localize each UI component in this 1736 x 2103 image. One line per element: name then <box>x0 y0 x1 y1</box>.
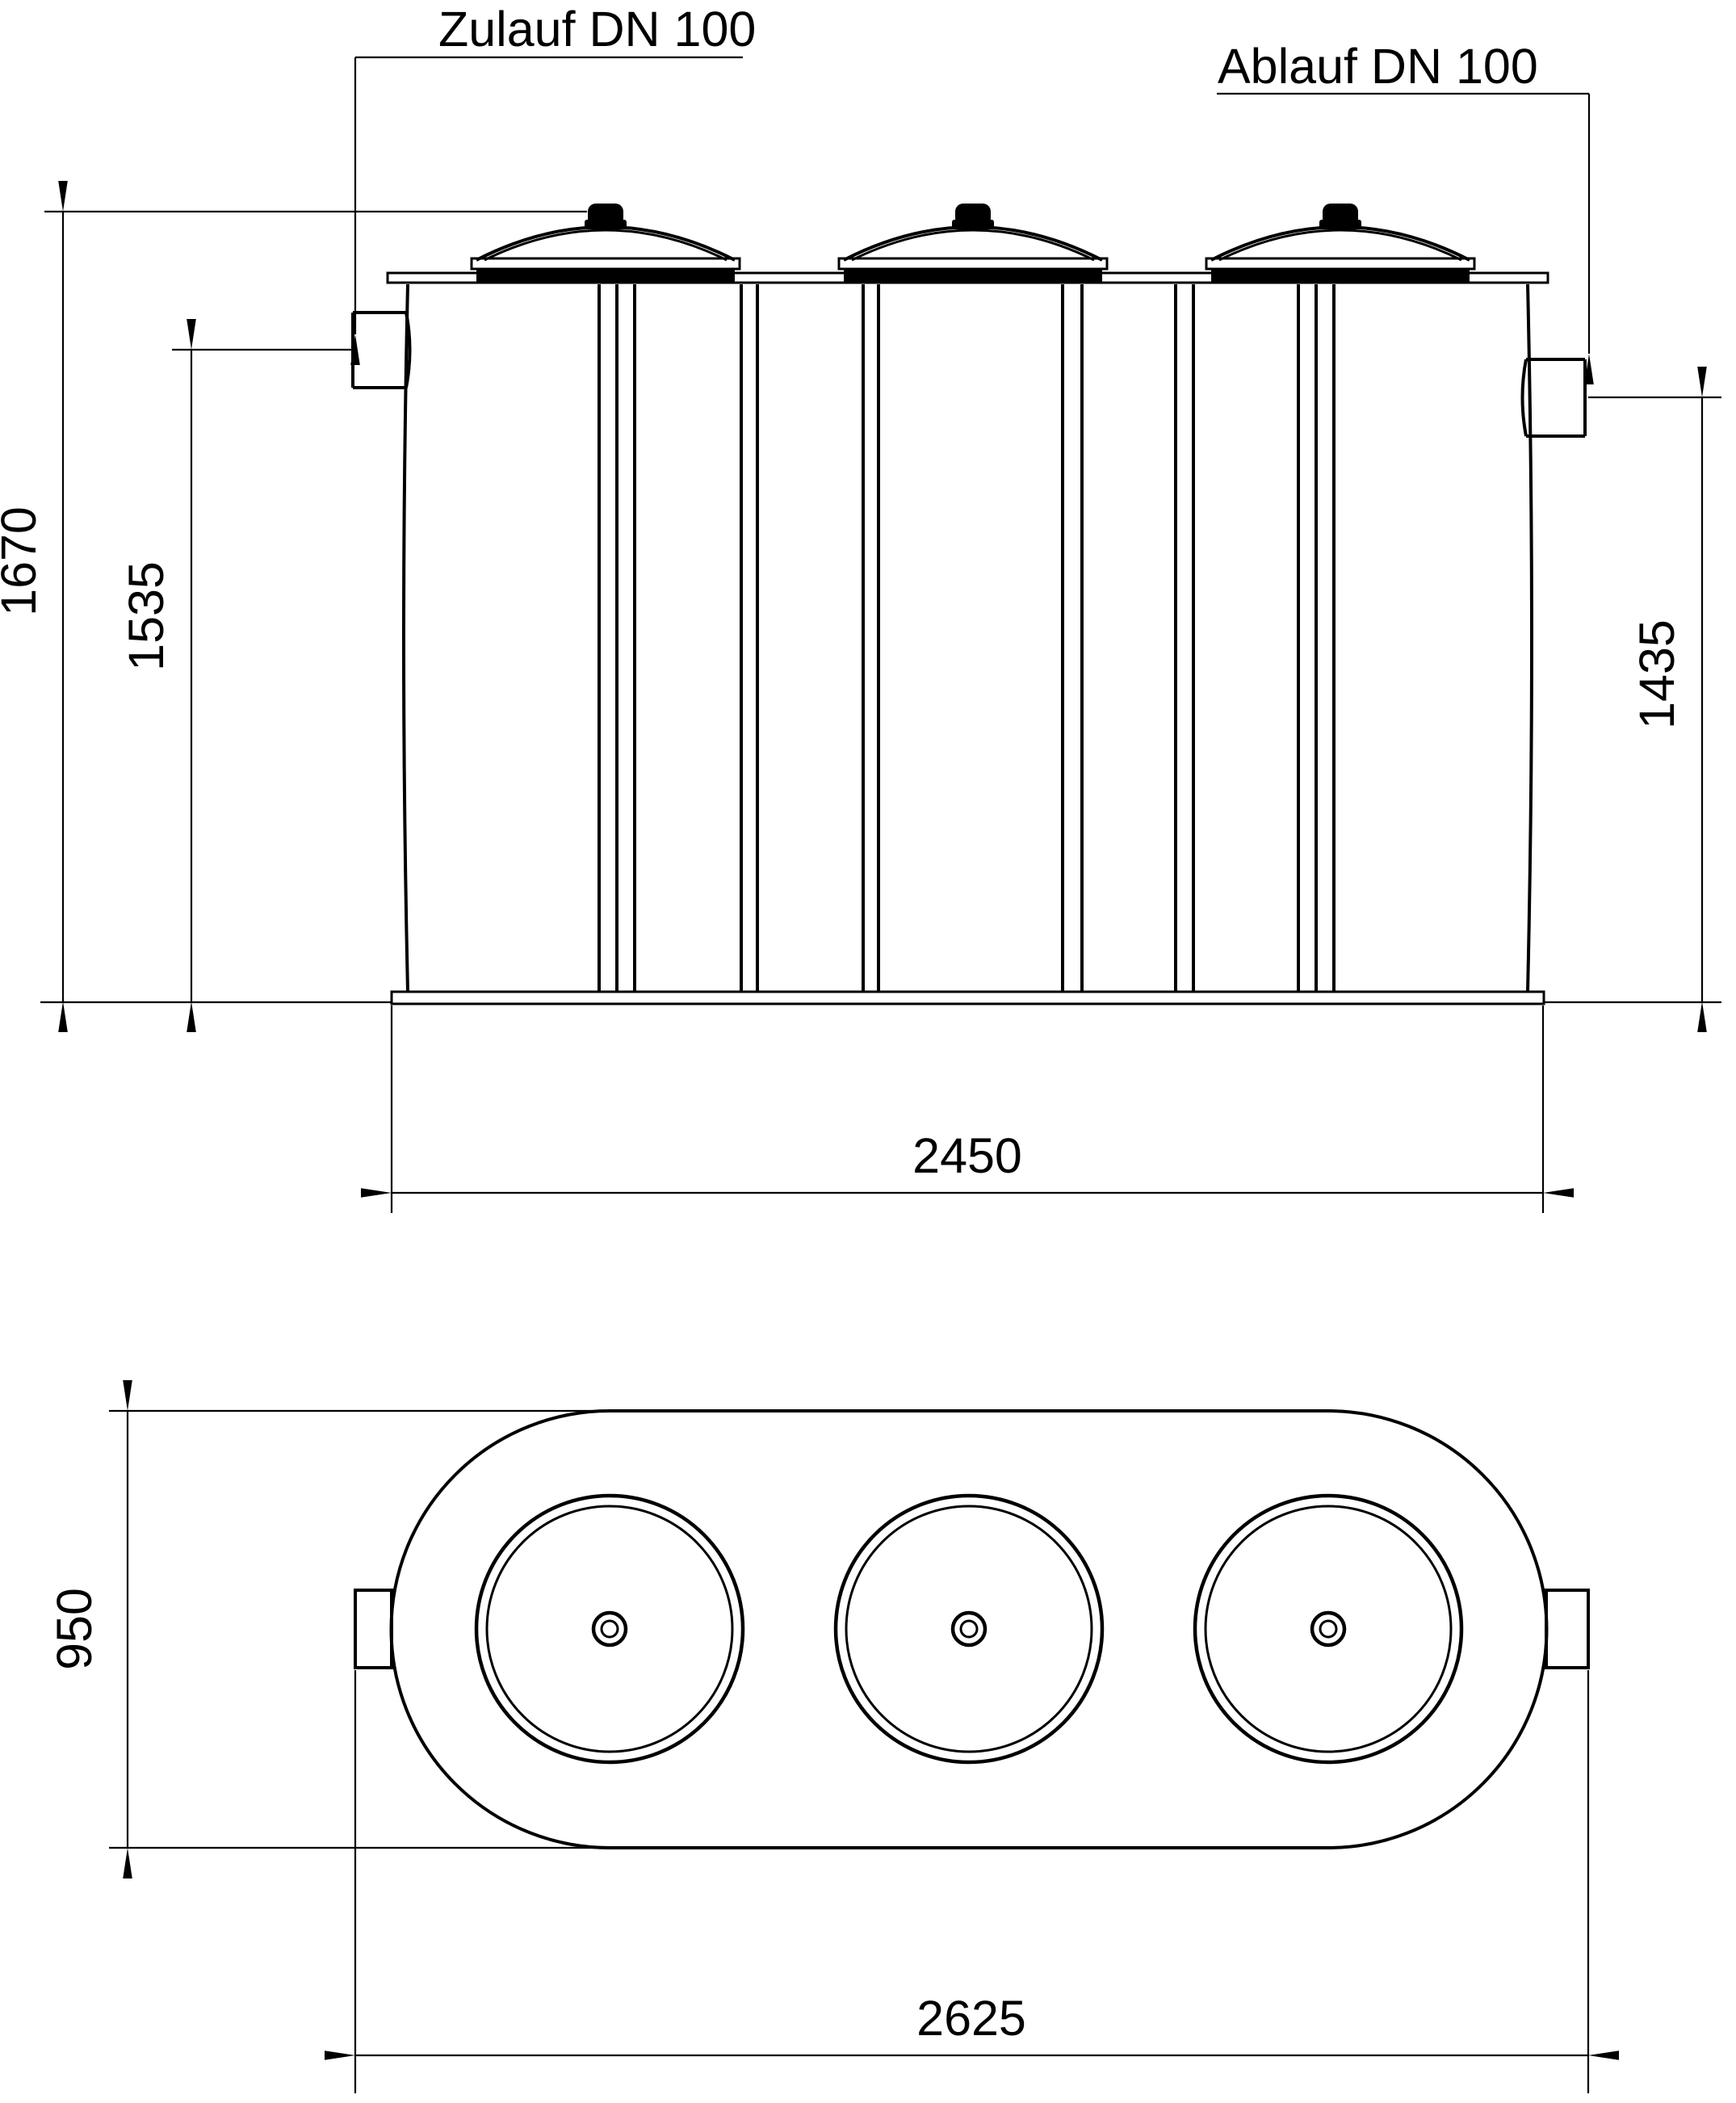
lid-flange <box>1205 257 1476 271</box>
manhole-circle-middle <box>833 1493 1105 1765</box>
dim-value-width: 950 <box>47 1588 102 1670</box>
outlet-callout: Ablauf DN 100 <box>1217 39 1594 384</box>
dim-value-base-length: 2450 <box>912 1128 1022 1183</box>
outlet-pipe-plan <box>1545 1589 1590 1669</box>
tank-wall-right <box>1526 283 1533 993</box>
lid-collar <box>1211 267 1470 283</box>
elevation-view: Zulauf DN 100 Ablauf DN 100 1670 1535 <box>0 2 1721 1213</box>
inlet-label: Zulauf DN 100 <box>438 2 756 57</box>
inlet-callout: Zulauf DN 100 <box>350 2 756 365</box>
dim-overall-length: 2625 <box>325 1670 1619 2093</box>
manhole-inner-ring <box>1204 1505 1453 1753</box>
manhole-outer-ring <box>833 1493 1105 1765</box>
lid-knob-base <box>952 220 994 229</box>
manhole-center-boss <box>1310 1610 1347 1648</box>
manhole-lid-right <box>1205 204 1476 283</box>
tank-wall-left <box>402 283 409 993</box>
lid-collar <box>844 267 1102 283</box>
lid-knob-base <box>585 220 627 229</box>
lid-dome-outer <box>843 225 1103 262</box>
manhole-inner-ring <box>845 1505 1093 1753</box>
lid-dome-inner <box>484 229 728 262</box>
lid-knob-base <box>1319 220 1361 229</box>
outlet-pipe-socket <box>1520 359 1528 437</box>
dim-value-outlet-height: 1435 <box>1629 619 1684 729</box>
plan-view: 950 2625 <box>47 1380 1619 2093</box>
lid-dome-inner <box>851 229 1095 262</box>
lid-dome-outer <box>1210 225 1470 262</box>
dim-base-length: 2450 <box>361 1005 1574 1213</box>
seam-lines <box>598 284 1336 992</box>
lid-flange <box>470 257 741 271</box>
dim-outlet-height: 1435 <box>1588 367 1721 1032</box>
inlet-pipe-plan <box>354 1589 393 1669</box>
manhole-lid-middle <box>837 204 1109 283</box>
lid-dome-inner <box>1218 229 1462 262</box>
dim-inlet-height: 1535 <box>119 319 353 1032</box>
manhole-outer-ring <box>474 1493 745 1765</box>
lid-flange <box>837 257 1109 271</box>
lid-dome-outer <box>476 225 736 262</box>
outlet-label: Ablauf DN 100 <box>1218 39 1538 94</box>
manhole-lid-left <box>470 204 741 283</box>
tank-base-plate <box>390 990 1545 1005</box>
dim-value-inlet-height: 1535 <box>119 561 174 671</box>
manhole-center-hole <box>1319 1619 1338 1639</box>
manhole-circle-right <box>1193 1493 1464 1765</box>
manhole-inner-ring <box>485 1505 734 1753</box>
dim-value-overall-height: 1670 <box>0 506 46 616</box>
manhole-center-boss <box>591 1610 628 1648</box>
manhole-outer-ring <box>1193 1493 1464 1765</box>
dim-width: 950 <box>47 1380 614 1878</box>
inlet-pipe <box>351 311 412 389</box>
dim-overall-height: 1670 <box>0 181 587 1032</box>
manhole-circle-left <box>474 1493 745 1765</box>
inlet-pipe-socket <box>405 312 412 388</box>
lid-collar <box>476 267 735 283</box>
dim-value-overall-length: 2625 <box>916 1991 1026 2046</box>
manhole-center-hole <box>959 1619 979 1639</box>
tank-outline-plan <box>389 1409 1549 1849</box>
manhole-center-boss <box>950 1610 988 1648</box>
manhole-center-hole <box>600 1619 619 1639</box>
